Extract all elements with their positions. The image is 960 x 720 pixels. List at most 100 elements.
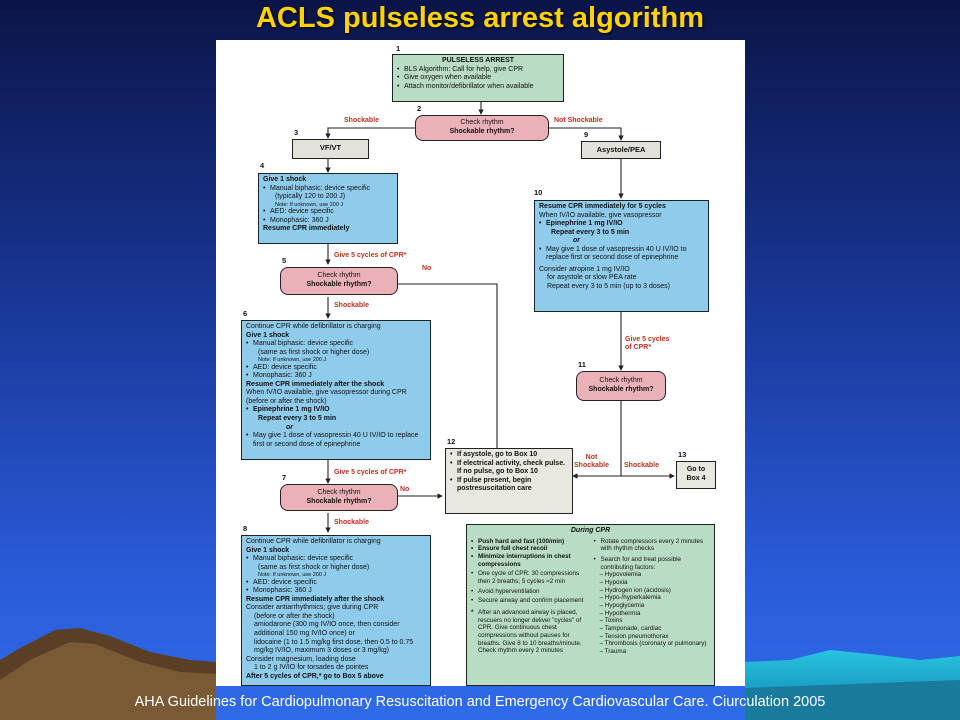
- factor-item: – Hypoglycemia: [599, 601, 645, 609]
- box-13-line-2: Box 4: [686, 474, 706, 482]
- box-1-title: PULSELESS ARREST: [441, 57, 515, 64]
- during-cpr-title: During CPR: [570, 527, 611, 534]
- box-4-title: Give 1 shock: [263, 176, 307, 183]
- flowchart-connectors: [325, 102, 675, 533]
- box-10-line: Resume CPR immediately for 5 cycles: [539, 203, 666, 210]
- box-13-go-to-box-4: Go to Box 4: [676, 461, 716, 489]
- box-6-item: AED: device specific: [246, 364, 426, 373]
- factor-item: – Tamponade, cardiac: [599, 624, 662, 632]
- box-8-note: Note: If unknown, use 200 J: [258, 572, 327, 579]
- no-label: No: [422, 265, 432, 272]
- factor-item: – Hypo-/hyperkalemia: [599, 594, 661, 602]
- box-6-item: May give 1 dose of vasopressin 40 U IV/I…: [246, 432, 426, 449]
- factor-item: – Trauma: [599, 647, 627, 655]
- box-10-line: When IV/IO available, give vasopressor: [539, 211, 662, 219]
- box-8-continue-cpr: Continue CPR while defibrillator is char…: [241, 535, 431, 686]
- box-8-line: Give 1 shock: [246, 546, 290, 554]
- box-8-line: lidocaine (1 to 1.5 mg/kg first dose, th…: [254, 638, 414, 655]
- contributing-factors-list: – Hypovolemia – Hypoxia – Hydrogen ion (…: [594, 571, 711, 655]
- not-shockable-label: Not Shockable: [554, 117, 603, 124]
- box-10-line: Consider atropine 1 mg IV/IO: [539, 265, 630, 273]
- box-8-item: Monophasic: 360 J: [246, 587, 426, 596]
- box-10-item: Epinephrine 1 mg IV/IO: [539, 220, 704, 229]
- box-number-1: 1: [396, 44, 401, 53]
- box-10-line: Repeat every 3 to 5 min (up to 3 doses): [547, 282, 670, 290]
- shockable-label: Shockable: [344, 117, 380, 124]
- box-5-line-1: Check rhythm: [317, 272, 361, 280]
- shockable-label: Shockable: [334, 519, 370, 526]
- box-4-give-1-shock: Give 1 shock Manual biphasic: device spe…: [258, 173, 398, 244]
- during-cpr-note: After an advanced airway is placed, resc…: [478, 608, 582, 655]
- box-8-line: Resume CPR immediately after the shock: [246, 595, 385, 603]
- box-1-item: Give oxygen when available: [397, 74, 559, 83]
- box-12-item: If asystole, go to Box 10: [450, 451, 568, 460]
- factor-item: – Tension pneumothorax: [599, 632, 669, 640]
- during-cpr-box: During CPR Push hard and fast (100/min) …: [466, 524, 715, 686]
- box-4-footer: Resume CPR immediately: [263, 225, 350, 233]
- box-number-12: 12: [447, 437, 456, 446]
- box-1-pulseless-arrest: PULSELESS ARREST BLS Algorithm: Call for…: [392, 54, 564, 102]
- box-5-check-rhythm: Check rhythm Shockable rhythm?: [280, 267, 398, 295]
- box-4-item: Monophasic: 360 J: [263, 217, 393, 226]
- box-10-resume-cpr: Resume CPR immediately for 5 cycles When…: [534, 200, 709, 312]
- box-11-check-rhythm: Check rhythm Shockable rhythm?: [576, 371, 666, 401]
- box-12-item: If electrical activity, check pulse. If …: [450, 460, 568, 477]
- during-cpr-item: Push hard and fast (100/min): [471, 538, 588, 546]
- no-label: No: [400, 486, 410, 493]
- box-4-item: Manual biphasic: device specific: [263, 185, 393, 194]
- box-number-9: 9: [584, 130, 589, 139]
- box-8-line: Consider antiarrhythmics; give during CP…: [246, 604, 379, 612]
- slide-title: ACLS pulseless arrest algorithm: [255, 2, 705, 34]
- box-6-item-cont: Repeat every 3 to 5 min: [258, 415, 337, 423]
- box-6-line: When IV/IO available, give vasopressor d…: [246, 389, 407, 397]
- box-number-13: 13: [678, 450, 687, 459]
- during-cpr-item: Rotate compressors every 2 minutes with …: [594, 538, 711, 553]
- factor-item: – Hypothermia: [599, 609, 641, 617]
- factor-item: – Thrombosis (coronary or pulmonary): [599, 640, 707, 648]
- box-2-line-1: Check rhythm: [460, 119, 504, 127]
- asterisk-icon: *: [471, 608, 474, 616]
- box-7-check-rhythm: Check rhythm Shockable rhythm?: [280, 484, 398, 511]
- box-13-line-1: Go to: [686, 466, 706, 473]
- box-4-item-cont: (typically 120 to 200 J): [275, 193, 346, 201]
- box-11-line-2: Shockable rhythm?: [588, 386, 654, 393]
- box-2-line-2: Shockable rhythm?: [449, 128, 515, 135]
- box-6-item: Epinephrine 1 mg IV/IO: [246, 406, 426, 415]
- box-8-item-cont: (same as first shock or higher dose): [258, 563, 370, 571]
- shockable-label: Shockable: [624, 462, 660, 469]
- box-number-8: 8: [243, 524, 248, 533]
- box-10-line: for asystole or slow PEA rate: [547, 274, 637, 282]
- box-8-item: Manual biphasic: device specific: [246, 555, 426, 564]
- box-3-vf-vt: VF/VT: [292, 139, 369, 159]
- box-8-line: After 5 cycles of CPR,* go to Box 5 abov…: [246, 672, 384, 680]
- box-6-line: Give 1 shock: [246, 331, 290, 339]
- box-8-line: amiodarone (300 mg IV/IO once, then cons…: [254, 621, 400, 638]
- box-2-check-rhythm: Check rhythm Shockable rhythm?: [415, 115, 549, 141]
- during-cpr-item: Minimize interruptions in chest compress…: [471, 553, 588, 568]
- box-6-or: or: [286, 423, 293, 431]
- give-5-cycles-label: Give 5 cycles of CPR*: [334, 252, 407, 259]
- not-shockable-label: Not Shockable: [574, 454, 610, 470]
- box-1-item: BLS Algorithm: Call for help, give CPR: [397, 66, 559, 75]
- box-7-line-1: Check rhythm: [317, 488, 361, 496]
- box-number-2: 2: [417, 104, 422, 113]
- box-12-item: If pulse present, begin postresuscitatio…: [450, 477, 568, 494]
- box-number-7: 7: [282, 473, 287, 482]
- box-7-line-2: Shockable rhythm?: [306, 497, 372, 505]
- box-8-line: (before or after the shock): [254, 612, 335, 620]
- factor-item: – Toxins: [599, 617, 623, 625]
- box-6-line: Continue CPR while defibrillator is char…: [246, 323, 381, 330]
- box-number-11: 11: [578, 360, 586, 369]
- box-4-note: Note: If unknown, use 200 J: [275, 201, 344, 208]
- during-cpr-footnote: * After an advanced airway is placed, re…: [471, 609, 588, 655]
- box-number-6: 6: [243, 309, 248, 318]
- box-10-item: May give 1 dose of vasopressin 40 U IV/I…: [539, 246, 704, 263]
- box-4-item: AED: device specific: [263, 208, 393, 217]
- box-10-item-cont: Repeat every 3 to 5 min: [551, 228, 630, 236]
- citation-footer: AHA Guidelines for Cardiopulmonary Resus…: [134, 694, 826, 710]
- box-6-item: Manual biphasic: device specific: [246, 340, 426, 349]
- box-number-4: 4: [260, 161, 265, 170]
- box-9-asystole-pea: Asystole/PEA: [581, 141, 661, 159]
- box-5-line-2: Shockable rhythm?: [306, 281, 372, 288]
- during-cpr-item: Secure airway and confirm placement: [471, 597, 588, 605]
